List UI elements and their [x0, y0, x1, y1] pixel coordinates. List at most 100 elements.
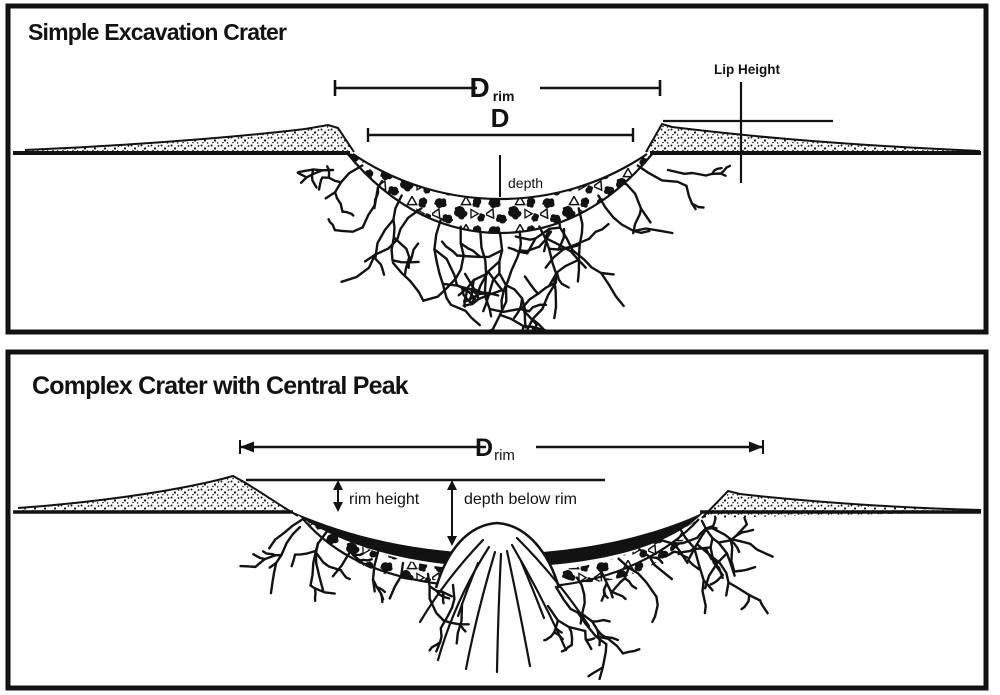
fracture-line: [512, 297, 524, 320]
fracture-line: [523, 275, 540, 295]
fracture-line: [525, 307, 544, 331]
fracture-line: [591, 618, 611, 623]
d-rim-label: Drim: [475, 434, 515, 464]
fracture-line: [352, 552, 364, 557]
fracture-line: [391, 259, 420, 264]
fracture-line: [500, 230, 523, 312]
fracture-line: [621, 648, 641, 655]
fracture-line: [442, 619, 470, 626]
fracture-line: [317, 176, 324, 191]
d-rim-measure-complex: Drim: [239, 434, 764, 464]
crater-boundary-right: [551, 518, 700, 588]
fracture-line: [433, 217, 453, 306]
fracture-line: [632, 207, 643, 235]
fracture-line: [299, 169, 324, 184]
breccia-lens: [347, 153, 653, 233]
fracture-line: [542, 227, 551, 253]
fracture-line: [709, 537, 724, 577]
arrowhead-left: [240, 441, 254, 453]
fracture-line: [331, 539, 355, 578]
d-label: D: [491, 103, 510, 133]
fracture-line: [717, 523, 748, 544]
breccia-lens-left: [307, 521, 452, 582]
ejecta-right-outline: [701, 489, 982, 519]
fracture-line: [333, 226, 364, 233]
fracture-line: [422, 225, 465, 302]
fracture-line: [361, 179, 384, 229]
fracture-line: [371, 550, 380, 593]
fracture-line: [440, 240, 459, 257]
fracture-line: [324, 164, 364, 200]
fracture-line: [623, 577, 638, 590]
fracture-line: [617, 557, 658, 598]
fracture-line: [314, 528, 330, 593]
fracture-line: [526, 226, 562, 255]
fracture-line: [390, 194, 403, 262]
fracture-line: [498, 313, 549, 331]
ejecta-left: [25, 125, 354, 152]
fracture-line: [758, 599, 769, 615]
simple-panel-title: Simple Excavation Crater: [28, 19, 287, 45]
ejecta-left-outline: [24, 123, 355, 153]
fracture-line: [546, 604, 587, 633]
fracture-line: [587, 222, 610, 240]
fracture-zone-complex: [239, 517, 774, 681]
fracture-line: [326, 165, 331, 179]
fracture-line: [239, 564, 257, 569]
fracture-line: [677, 547, 696, 556]
ejecta-left: [18, 476, 293, 513]
fracture-line: [612, 566, 630, 592]
fracture-line: [514, 235, 537, 241]
fracture-line: [363, 207, 423, 263]
fracture-line: [269, 561, 278, 595]
fracture-line: [309, 584, 336, 595]
fracture-line: [600, 633, 620, 642]
fracture-line: [575, 576, 586, 625]
fracture-line: [504, 284, 538, 326]
fracture-line: [309, 541, 320, 587]
fracture-line: [327, 218, 337, 232]
fracture-line: [428, 641, 442, 652]
fracture-line: [374, 218, 395, 260]
depth-label: depth: [508, 175, 543, 191]
fracture-line: [486, 270, 505, 293]
fracture-line: [408, 242, 420, 264]
central-peak-outline: [434, 521, 561, 589]
fracture-line: [521, 306, 527, 329]
fracture-line: [455, 249, 504, 259]
fracture-line: [609, 589, 627, 601]
depth-below-rim-label: depth below rim: [464, 491, 577, 508]
fracture-line: [743, 517, 748, 526]
ejecta-left-outline: [17, 474, 299, 517]
fracture-line: [349, 550, 365, 566]
fracture-line: [254, 553, 283, 569]
fracture-line: [468, 278, 475, 302]
fracture-line: [594, 635, 625, 655]
breccia-lens-right: [556, 520, 697, 583]
fracture-line: [293, 549, 318, 556]
fracture-line: [521, 325, 525, 331]
fracture-line: [638, 548, 674, 581]
lip-height-measure: Lip Height: [663, 62, 833, 183]
fracture-line: [709, 573, 724, 586]
fracture-line: [701, 579, 707, 615]
fracture-line: [310, 168, 318, 189]
fracture-line: [672, 542, 689, 565]
fracture-line: [507, 246, 529, 255]
fracture-line: [268, 517, 305, 550]
fracture-line: [518, 230, 553, 253]
fracture-line: [333, 191, 344, 213]
fracture-line: [696, 524, 715, 539]
fracture-line: [703, 552, 729, 590]
fracture-line: [426, 572, 445, 622]
fracture-line: [567, 625, 574, 647]
fracture-line: [548, 258, 581, 287]
depth-below-rim-measure: depth below rim: [447, 480, 577, 546]
fracture-line: [679, 529, 714, 592]
fracture-line: [560, 643, 573, 653]
fracture-line: [687, 559, 701, 571]
fracture-line: [296, 171, 308, 179]
fracture-line: [576, 207, 584, 283]
